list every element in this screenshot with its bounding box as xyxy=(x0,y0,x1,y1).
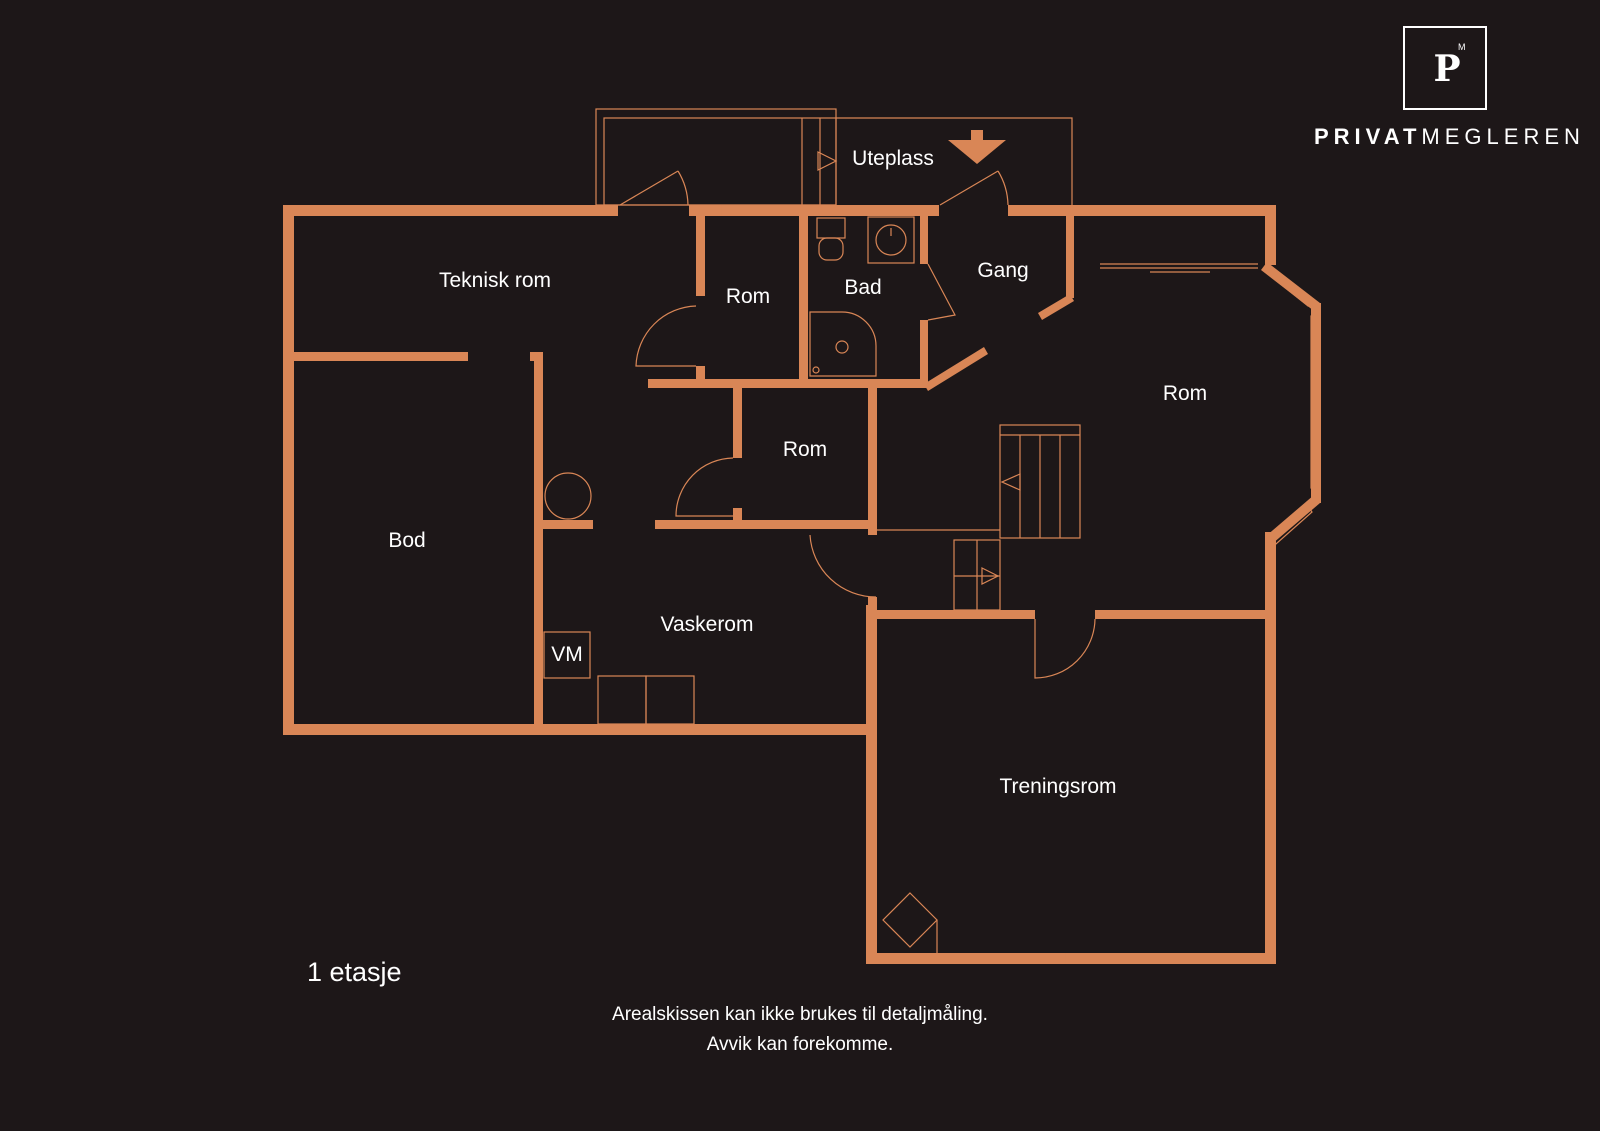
room-label-rom-2: Rom xyxy=(1162,382,1208,405)
logo-mark: P xyxy=(1433,48,1461,90)
room-label-bod: Bod xyxy=(388,529,426,552)
fixtures xyxy=(283,108,1321,964)
floor-label: 1 etasje xyxy=(307,957,402,987)
brand-logo-icon: P M xyxy=(1403,26,1487,110)
disclaimer-line-1: Arealskissen kan ikke brukes til detaljm… xyxy=(612,1004,988,1025)
disclaimer-line-2: Avvik kan forekomme. xyxy=(706,1034,894,1055)
room-label-uteplass: Uteplass xyxy=(852,147,934,170)
room-label-rom-3: Rom xyxy=(782,438,828,461)
room-label-treningsrom: Treningsrom xyxy=(999,775,1117,798)
room-label-teknisk-rom: Teknisk rom xyxy=(438,269,552,292)
room-label-rom-1: Rom xyxy=(725,285,771,308)
inner-walls xyxy=(294,216,1265,724)
brand-name-regular: MEGLEREN xyxy=(1421,124,1585,149)
logo-superscript: M xyxy=(1458,42,1466,52)
room-label-bad: Bad xyxy=(844,276,882,299)
room-label-gang: Gang xyxy=(977,259,1029,282)
room-label-vm: VM xyxy=(551,643,583,666)
brand-name-bold: PRIVAT xyxy=(1314,124,1422,149)
brand-name: PRIVATMEGLEREN xyxy=(1314,124,1585,150)
room-label-vaskerom: Vaskerom xyxy=(660,613,754,636)
